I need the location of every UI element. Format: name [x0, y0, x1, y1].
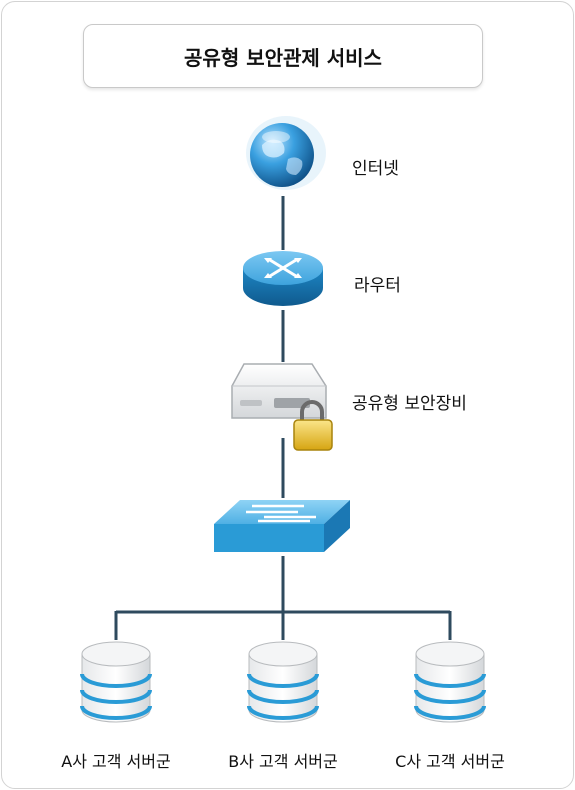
- diagram-title: 공유형 보안관제 서비스: [83, 24, 483, 88]
- globe-icon: [246, 116, 326, 190]
- server-c-icon: [414, 641, 486, 723]
- server-c-label: C사 고객 서버군: [395, 752, 505, 771]
- security-device-label: 공유형 보안장비: [352, 394, 467, 414]
- router-icon: [243, 251, 323, 306]
- server-a-icon: [80, 641, 152, 723]
- server-b-label: B사 고객 서버군: [228, 752, 338, 771]
- security-appliance-icon: [231, 363, 333, 451]
- server-a-label: A사 고객 서버군: [61, 752, 171, 771]
- router-label: 라우터: [354, 276, 401, 296]
- switch-icon: [214, 500, 350, 552]
- internet-label: 인터넷: [352, 159, 399, 179]
- server-b-icon: [247, 641, 319, 723]
